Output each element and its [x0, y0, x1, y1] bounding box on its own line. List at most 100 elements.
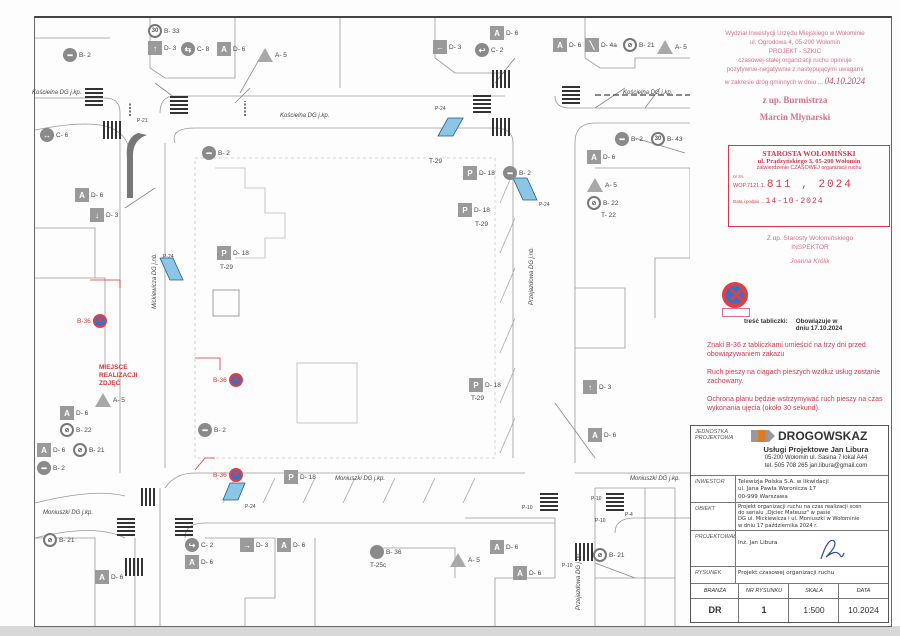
value-drawing-number: 1	[761, 605, 767, 615]
sign-code: A- 5	[275, 51, 287, 59]
investor-line: ul. Jana Pawła Woronicza 17	[738, 486, 817, 493]
c-2-sign-icon: ↪	[185, 538, 199, 552]
sign-code: T-29	[471, 395, 485, 402]
inspector-signature: Z up. Starosty Wołomińskiego INSPEKTOR J…	[745, 234, 875, 266]
marking-label: P-10	[562, 563, 573, 569]
plate-legend-label: treść tabliczki:	[744, 318, 788, 325]
note-line: REALIZACJI	[99, 371, 138, 379]
unit-label: JEDNOSTKA PROJEKTOWA	[695, 429, 734, 441]
sign-code: D- 18	[300, 473, 316, 481]
stamp-date-label: Data i podpis	[733, 199, 760, 204]
traffic-sign: ←D- 3	[433, 40, 461, 54]
sign-code: D- 6	[53, 446, 66, 454]
marking-label: P-10	[595, 518, 606, 524]
traffic-sign: T-29	[475, 221, 488, 228]
traffic-sign: T-29	[429, 158, 442, 165]
traffic-sign: T-29	[471, 395, 484, 402]
no-stopping-sign-icon	[722, 282, 748, 308]
d-4a-sign-icon: ╲	[585, 38, 599, 52]
parking-bays	[499, 167, 516, 454]
sign-code: A- 5	[675, 43, 687, 51]
street-label: Przejazdowa DG j.nb.	[529, 246, 536, 306]
stamp-date: 14-10-2024	[765, 197, 824, 206]
sign-code: T-29	[475, 221, 489, 228]
d-18-sign-icon: P	[463, 166, 477, 180]
traffic-sign: A- 5	[450, 553, 480, 567]
traffic-sign: ↑D- 3	[583, 380, 611, 394]
traffic-sign: ━B- 2	[503, 166, 531, 180]
d-6-sign-icon: A	[95, 570, 109, 584]
approval-line: w zakresie dróg gminnych w dniu ...	[724, 78, 823, 86]
a-5-sign-icon	[657, 40, 673, 54]
d-6-sign-icon: A	[37, 443, 51, 457]
sign-code: C- 8	[197, 45, 210, 53]
b-21-sign-icon: ⊘	[623, 38, 637, 52]
dashed-line	[129, 101, 246, 116]
sign-code: B- 36	[386, 548, 402, 556]
sign-code: D- 6	[506, 29, 519, 37]
inspector-line: Z up. Starosty Wołomińskiego	[766, 235, 854, 242]
traffic-sign: ━B- 2	[198, 423, 226, 437]
sign-code: B- 21	[59, 536, 75, 544]
company-logo: DROGOWSKAZ	[751, 429, 867, 443]
header-drawing-number: NR RYSUNKU	[745, 588, 783, 594]
traffic-sign: ↩C- 2	[475, 43, 503, 57]
traffic-sign: ━B- 2	[37, 461, 65, 475]
divider	[788, 584, 789, 622]
starosta-approval-stamp: STAROSTA WOŁOMIŃSKI ul. Prądzyńskiego 3,…	[728, 145, 890, 227]
sign-code: D- 18	[474, 206, 490, 214]
street-label: Moniuszki DG j.kp.	[335, 476, 386, 482]
d-6-sign-icon: A	[490, 540, 504, 554]
sign-code: B- 2	[519, 169, 531, 177]
traffic-sign: ↔C- 6	[40, 128, 68, 142]
sign-code: D- 3	[256, 541, 269, 549]
street-label: Mickiewicza DG j.nb.	[151, 253, 158, 309]
drawing-row: RYSUNEK Projekt czasowej organizacji ruc…	[691, 567, 888, 584]
b-36-sign-icon	[370, 545, 384, 559]
street-label: Moniuszki DG j.kp.	[630, 476, 681, 482]
investor-line: 00-999 Warszawa	[738, 493, 788, 500]
scan-edge	[0, 626, 900, 636]
stamp-approval: zatwierdzenie CZASOWEJ organizacji ruchu	[756, 165, 862, 171]
marking-label: P-24	[245, 504, 256, 510]
map-linework	[35, 18, 690, 626]
traffic-sign: ━B- 2	[615, 132, 643, 146]
value-scale: 1:500	[803, 605, 825, 615]
d-6-sign-icon: A	[513, 566, 527, 580]
stamp-title: STAROSTA WOŁOMIŃSKI	[762, 149, 856, 158]
approval-line: czasowej-stałej organizacji ruchu opiniu…	[738, 56, 852, 64]
d-6-sign-icon: A	[490, 26, 504, 40]
marking-label: P-24	[435, 106, 446, 112]
marking-label: P-10	[522, 505, 533, 511]
b-33-sign-icon: 30	[148, 24, 162, 38]
plate-text: Obowiązuje w	[795, 318, 838, 325]
building-outlines	[35, 18, 690, 626]
sign-code: D- 6	[111, 573, 124, 581]
sign-code: D- 3	[599, 383, 612, 391]
d-3-sign-icon: ←	[433, 40, 447, 54]
approval-date: 04.10.2024	[824, 75, 866, 86]
divider	[738, 584, 739, 622]
drawing-label: RYSUNEK	[695, 570, 722, 576]
sign-code: D- 6	[233, 45, 246, 53]
street-label: Kościelna DG j.kp.	[623, 90, 673, 96]
sign-code: B- 22	[76, 426, 92, 434]
d-3-sign-icon: ↓	[90, 208, 104, 222]
d-18-sign-icon: P	[469, 378, 483, 392]
sign-code: B- 2	[79, 51, 91, 59]
road-edge	[35, 95, 690, 114]
sign-code: B-36	[77, 317, 91, 325]
object-line: w dniu 17 października 2024 r.	[738, 522, 818, 529]
b-2-sign-icon: ━	[503, 166, 517, 180]
traffic-sign: T-25c	[370, 562, 386, 569]
company-contact: tel. 505 708 265 jan.libura@gmail.com	[764, 462, 868, 469]
